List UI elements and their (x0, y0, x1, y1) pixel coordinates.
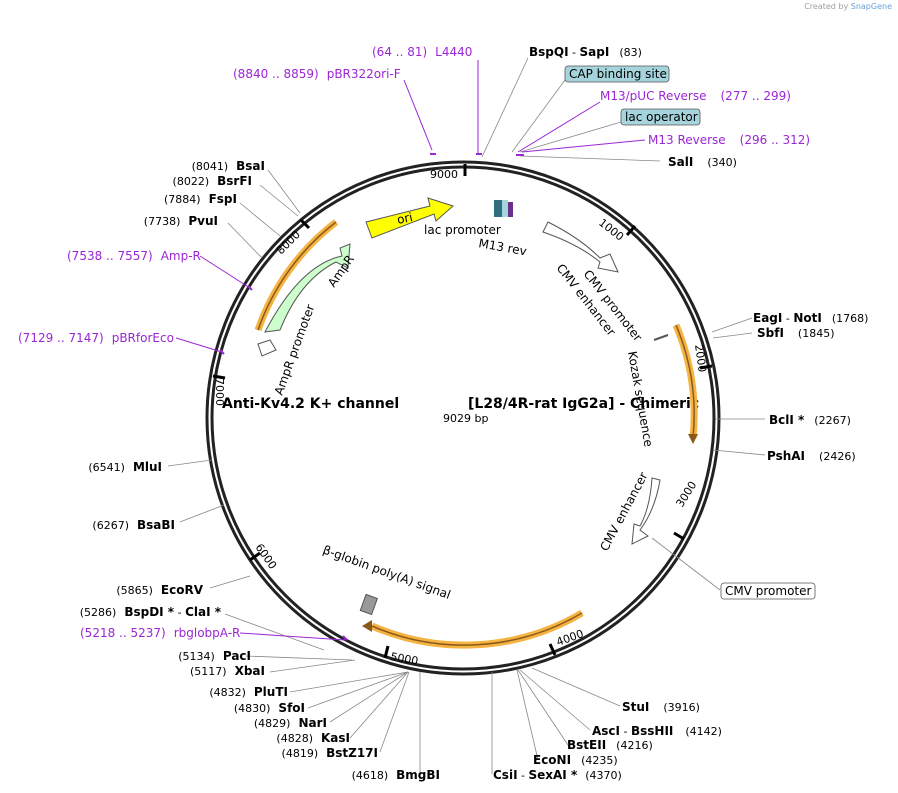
enzyme-kasi: (4828)KasI (276, 731, 350, 745)
lac-operator-block (502, 200, 508, 217)
enzyme-paci: (5134)PacI (178, 649, 251, 663)
ampr-label: AmpR (325, 252, 357, 289)
ori-arrow (365, 197, 454, 239)
tick-9000: 9000 (430, 168, 458, 181)
enzyme-pluti: (4832)PluTI (209, 685, 288, 699)
enzyme-bsteii: BstEII(4216) (567, 738, 653, 752)
highlight-arcs (254, 219, 698, 649)
enzyme-xbai: (5117)XbaI (190, 664, 265, 678)
bglobin-block (359, 593, 379, 616)
enzyme-bspqi: BspQI - SapI(83) (529, 45, 642, 59)
tick-7000: 7000 (213, 378, 226, 406)
enzyme-bstz17i: (4819)BstZ17I (282, 746, 378, 760)
enzyme-bspdi: (5286)BspDI * - ClaI * (80, 605, 222, 619)
left-enzyme-labels: (8041)BsaI (8022)BsrFI (7884)FspI (7738)… (80, 159, 440, 782)
cmv-enhancer2-label: CMV enhancer (597, 470, 650, 554)
cmv-region-arrow (542, 221, 619, 273)
credit-brand: SnapGene (850, 2, 892, 11)
kozak-marker (653, 334, 669, 341)
lac-promoter-block (494, 200, 502, 217)
primer-pbrforeco: (7129 .. 7147)pBRforEco (18, 331, 174, 345)
primer-marks (219, 153, 524, 641)
lac-promoter-label: lac promoter (424, 223, 501, 237)
enzyme-sfoi: (4830)SfoI (234, 701, 305, 715)
enzyme-eagi: EagI - NotI(1768) (753, 311, 868, 325)
lac-operator-label: lac operator (625, 110, 698, 124)
ampr-arrow (264, 243, 351, 333)
snapgene-credit: Created by SnapGene (804, 2, 892, 11)
enzyme-pvui: (7738)PvuI (144, 214, 218, 228)
enzyme-bsabi: (6267)BsaBI (92, 518, 175, 532)
enzyme-csii: CsiI - SexAI *(4370) (493, 768, 622, 782)
enzyme-bmgbi: (4618)BmgBI (352, 768, 440, 782)
cap-binding-site-box: CAP binding site (511, 65, 670, 153)
primer-leaders (175, 60, 646, 641)
primer-amp-r: (7538 .. 7557)Amp-R (67, 249, 201, 263)
cmv-enhancer2-arrow (631, 477, 661, 545)
tick-1000: 1000 (596, 216, 626, 243)
primer-pbr322ori-f: (8840 .. 8859)pBR322ori-F (233, 67, 401, 81)
enzyme-econi: EcoNI(4235) (533, 753, 618, 767)
enzyme-sali: SalI(340) (668, 155, 737, 169)
enzyme-bsai: (8041)BsaI (192, 159, 265, 173)
ori-label: ori (396, 210, 414, 227)
enzyme-bsrfi: (8022)BsrFI (173, 174, 252, 188)
enzyme-leaders (167, 57, 766, 774)
enzyme-fspi: (7884)FspI (164, 192, 237, 206)
enzyme-stui: StuI(3916) (622, 700, 700, 714)
enzyme-asci: AscI - BssHII(4142) (592, 724, 722, 738)
plasmid-name-left: Anti-Kv4.2 K+ channel (222, 396, 399, 412)
backbone-outer (205, 160, 721, 676)
plasmid-size: 9029 bp (443, 412, 488, 425)
primer-m13-puc-reverse: M13/pUC Reverse(277 .. 299) (600, 89, 791, 103)
enzyme-pshai: PshAI(2426) (767, 449, 856, 463)
backbone-inner (210, 165, 716, 671)
primer-rbglobpa-r: (5218 .. 5237)rbglobpA-R (80, 626, 240, 640)
credit-prefix: Created by (804, 2, 849, 11)
primer-l4440: (64 .. 81)L4440 (372, 45, 472, 59)
cap-binding-site-label: CAP binding site (569, 67, 667, 81)
m13-rev-label: M13 rev (477, 236, 527, 258)
cmv-promoter-box-label: CMV promoter (725, 584, 812, 598)
tick-3000: 3000 (674, 479, 700, 510)
tick-2000: 2000 (692, 344, 709, 374)
tick-5000: 5000 (389, 650, 419, 668)
enzyme-ecorv: (5865)EcoRV (116, 583, 203, 597)
enzyme-nari: (4829)NarI (254, 716, 327, 730)
enzyme-sbfi: SbfI(1845) (757, 326, 835, 340)
lac-operator-box: lac operator (519, 108, 701, 153)
enzyme-mlui: (6541)MluI (88, 460, 162, 474)
bglobin-label: β-globin poly(A) signal (321, 543, 453, 602)
enzyme-bcli: BclI *(2267) (769, 413, 851, 427)
primer-m13-reverse: M13 Reverse(296 .. 312) (648, 133, 810, 147)
ampr-promoter-arrow (257, 339, 277, 357)
plasmid-name-right: [L28/4R-rat IgG2a] - Chimeric (468, 396, 699, 412)
m13-rev-block (508, 202, 513, 217)
tick-marks (212, 164, 713, 659)
cmv-promoter-box: CMV promoter (720, 582, 816, 600)
